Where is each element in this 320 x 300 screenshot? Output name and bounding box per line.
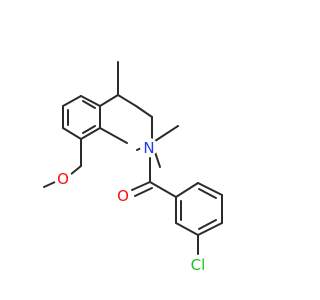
atom-chlorine: Cl: [186, 256, 210, 274]
bond-double-inner: [198, 188, 217, 199]
bond-double-inner: [198, 219, 217, 230]
bond: [175, 222, 199, 236]
bond: [197, 182, 223, 196]
bond: [62, 95, 82, 107]
bond: [62, 127, 82, 140]
bond: [99, 94, 119, 107]
bond: [43, 181, 56, 188]
bond: [135, 105, 153, 118]
page: N O O Cl: [43, 61, 223, 274]
molecule-structure-diagram: N O O Cl: [43, 61, 223, 274]
bond-group-methoxy: [43, 138, 82, 188]
bond: [149, 181, 177, 198]
bond-group-chlorophenyl: [175, 182, 223, 255]
bond-group-benzo-ring: [62, 95, 101, 140]
bond: [69, 165, 82, 176]
bond: [175, 182, 199, 198]
bond-carbonyl-double: [131, 181, 151, 191]
bond-group-carbonyl: [131, 157, 177, 198]
bond: [197, 222, 223, 236]
atom-label-chlorine: Cl: [191, 256, 206, 274]
atom-label-carbonyl-oxygen: O: [117, 187, 129, 205]
atom-carbonyl-oxygen: O: [114, 186, 132, 205]
bond-double-inner: [82, 125, 96, 134]
atom-label-methoxy-oxygen: O: [57, 170, 69, 188]
bond-carbonyl-double: [134, 187, 153, 197]
bond: [99, 127, 128, 144]
bond-methyl: [151, 125, 179, 144]
bond: [80, 127, 101, 140]
atom-nitrogen: N: [140, 138, 158, 157]
atom-label-nitrogen: N: [143, 139, 154, 157]
atom-methoxy-oxygen: O: [54, 169, 72, 188]
bond: [80, 95, 101, 107]
bond: [117, 94, 137, 107]
bond-double-inner: [82, 100, 96, 109]
